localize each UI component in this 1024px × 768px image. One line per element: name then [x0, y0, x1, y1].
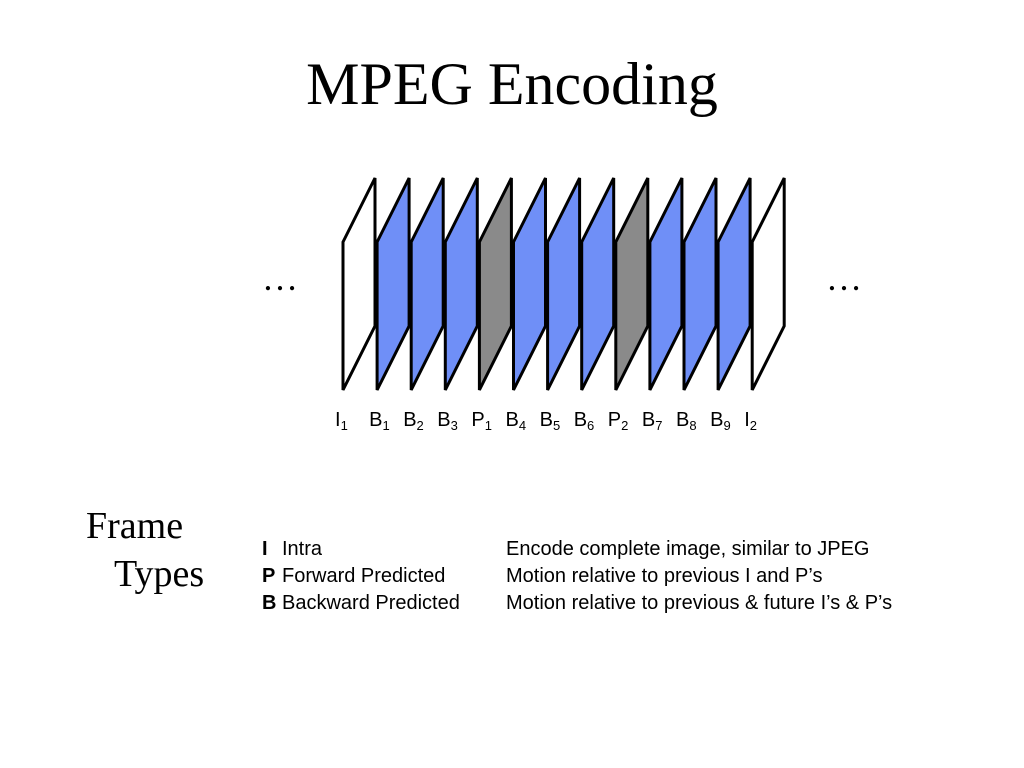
frame-types-heading: Frame Types — [86, 502, 204, 598]
frame-label-b3: B3 — [437, 408, 458, 432]
frame-label-b8: B8 — [676, 408, 697, 432]
frame-b8 — [682, 177, 718, 391]
frame-label-i1: I1 — [335, 408, 348, 432]
ellipsis-right: … — [826, 258, 862, 298]
frame-label-index: 5 — [552, 418, 561, 433]
frame-label-b5: B5 — [540, 408, 561, 432]
frame-label-b6: B6 — [574, 408, 595, 432]
frame-label-letter: B — [710, 409, 724, 431]
frame-label-index: 2 — [416, 418, 424, 433]
frame-label-letter: B — [369, 409, 383, 431]
frame-b1 — [375, 177, 411, 391]
frame-type-name: Backward Predicted — [282, 592, 460, 614]
frame-types-heading-line2: Types — [114, 553, 205, 595]
frame-type-description: Encode complete image, similar to JPEG — [506, 538, 870, 560]
frame-label-letter: I — [744, 409, 750, 431]
frame-label-index: 6 — [587, 418, 595, 433]
frame-label-letter: B — [437, 409, 451, 431]
frame-label-index: 7 — [655, 418, 663, 433]
frame-types-heading-line1: Frame — [86, 505, 184, 547]
frame-label-letter: I — [335, 409, 341, 431]
frame-label-index: 1 — [484, 418, 492, 433]
frame-label-letter: B — [539, 409, 553, 431]
frame-label-p2: P2 — [608, 408, 629, 432]
frame-p1 — [477, 177, 513, 391]
slide-title: MPEG Encoding — [306, 51, 718, 117]
frame-label-letter: B — [641, 409, 656, 431]
frame-b5 — [546, 177, 582, 391]
frame-label-b2: B2 — [403, 408, 424, 432]
frame-b2 — [409, 177, 445, 391]
frame-label-index: 3 — [450, 418, 458, 433]
frame-label-b1: B1 — [369, 408, 390, 432]
frame-b3 — [443, 177, 479, 391]
ellipsis-left: … — [262, 258, 298, 298]
frame-label-letter: P — [471, 409, 485, 431]
frame-type-name: Intra — [282, 538, 323, 560]
frame-i2 — [750, 177, 786, 391]
frame-label-index: 1 — [340, 418, 348, 433]
frame-b7 — [648, 177, 684, 391]
frame-label-i2: I2 — [744, 408, 757, 432]
frame-label-index: 1 — [382, 418, 390, 433]
frame-type-letter: B — [262, 592, 277, 614]
frame-label-b7: B7 — [642, 408, 663, 432]
frame-label-index: 2 — [621, 418, 629, 433]
frame-label-index: 8 — [689, 418, 697, 433]
frame-b9 — [716, 177, 752, 391]
frame-label-letter: B — [676, 409, 690, 431]
frame-p2 — [614, 177, 650, 391]
frame-label-index: 4 — [518, 418, 527, 433]
frame-label-p1: P1 — [471, 408, 492, 432]
frame-label-letter: B — [505, 409, 519, 431]
frame-label-letter: B — [403, 409, 417, 431]
frame-label-b4: B4 — [506, 408, 527, 432]
frame-label-b9: B9 — [710, 408, 731, 432]
frame-b4 — [512, 177, 547, 391]
frame-b6 — [580, 177, 616, 391]
frame-type-description: Motion relative to previous & future I’s… — [506, 592, 893, 614]
frame-label-index: 9 — [723, 418, 731, 433]
frame-label-letter: B — [573, 409, 588, 431]
frame-label-letter: P — [607, 409, 622, 431]
frame-type-letter: I — [262, 538, 268, 560]
frame-type-description: Motion relative to previous I and P’s — [506, 565, 823, 587]
frame-type-name: Forward Predicted — [282, 565, 446, 587]
frame-i1 — [341, 177, 377, 391]
frame-type-letter: P — [262, 565, 276, 587]
frame-label-index: 2 — [749, 418, 757, 433]
